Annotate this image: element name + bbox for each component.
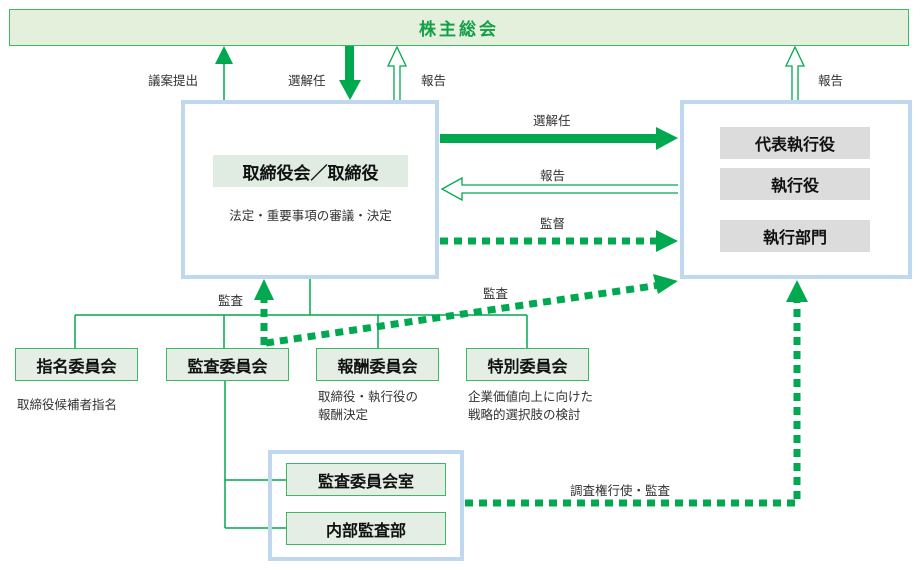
investigate-label: 調査権行使・監査 [570, 483, 671, 498]
appoint-exec-arrow-head [656, 127, 678, 150]
proposal-arrow-head [215, 46, 233, 64]
proposal-label: 議案提出 [148, 73, 199, 88]
audit-exec-label: 監査 [483, 286, 509, 301]
special-desc-1: 企業価値向上に向けた [468, 389, 594, 404]
special-desc-2: 戦略的選択肢の検討 [468, 407, 581, 422]
compensation-desc-1: 取締役・執行役の [318, 389, 419, 404]
internal-audit-dept: 内部監査部 [286, 512, 446, 545]
audit-exec-line [265, 281, 661, 347]
report-exec-label: 報告 [540, 168, 566, 183]
board-subtitle: 法定・重要事項の審議・決定 [229, 208, 392, 223]
exec-division: 執行部門 [720, 220, 870, 252]
nomination-committee: 指名委員会 [15, 348, 138, 381]
special-committee: 特別委員会 [466, 348, 589, 381]
report-arrow [386, 45, 408, 100]
appoint-label: 選解任 [288, 73, 326, 88]
audit-committee: 監査委員会 [166, 348, 289, 381]
audit-board-label: 監査 [218, 293, 244, 308]
report-exec-arrow [440, 176, 678, 202]
exec-representative: 代表執行役 [720, 127, 870, 159]
report-label: 報告 [421, 73, 447, 88]
investigate-line [465, 300, 801, 507]
board-box [181, 100, 439, 279]
supervise-label: 監督 [540, 216, 566, 231]
board-title: 取締役会／取締役 [213, 155, 408, 187]
exec-officers: 執行役 [720, 168, 870, 200]
appoint-exec-label: 選解任 [533, 113, 571, 128]
appoint-arrow-head [339, 80, 361, 100]
audit-office-box [268, 450, 464, 561]
compensation-desc-2: 報酬決定 [318, 407, 369, 422]
compensation-committee: 報酬委員会 [316, 348, 439, 381]
report-exec-top-arrow [784, 45, 806, 100]
shareholders-meeting: 株主総会 [9, 9, 909, 46]
report-exec-top-label: 報告 [818, 73, 844, 88]
nomination-desc: 取締役候補者指名 [17, 397, 118, 412]
audit-committee-office: 監査委員会室 [286, 463, 446, 496]
